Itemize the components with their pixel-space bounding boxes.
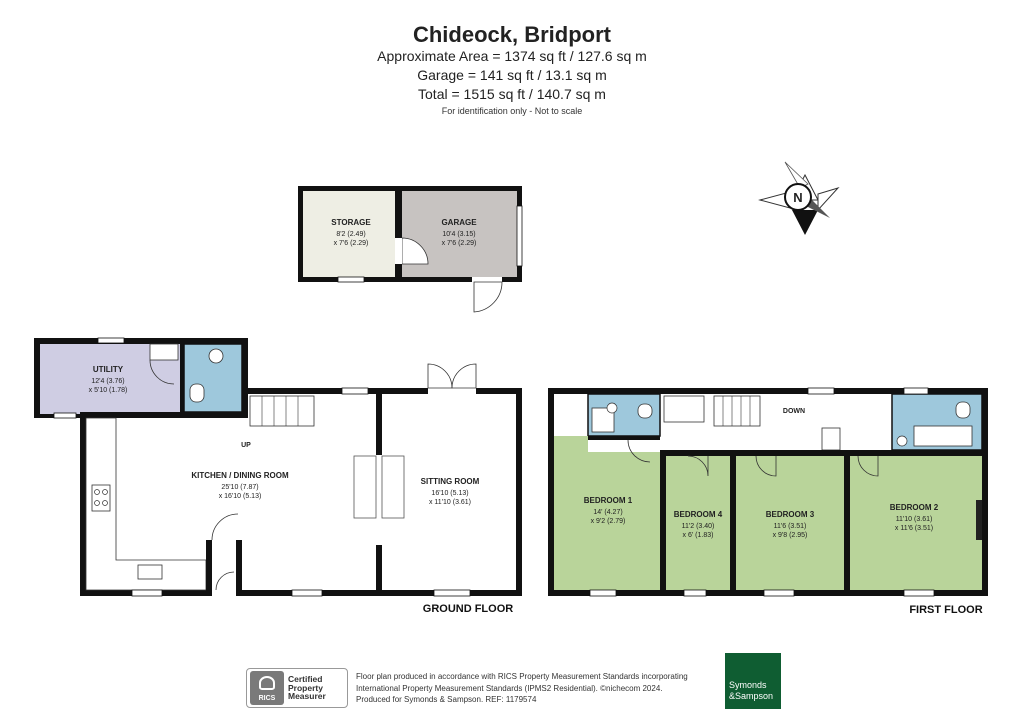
brand-line-1: Symonds (729, 680, 767, 691)
utility-dim-1: 12'4 (3.76) (91, 378, 124, 385)
legal-line-2: International Property Measurement Stand… (356, 683, 663, 693)
bedroom-3 (736, 456, 844, 590)
legal-notice: Floor plan produced in accordance with R… (356, 671, 726, 706)
legal-line-1: Floor plan produced in accordance with R… (356, 672, 688, 681)
utility-dim-2: x 5'10 (1.78) (89, 387, 128, 394)
ground-floor-label: GROUND FLOOR (423, 603, 513, 615)
ground-floor-plan: UTILITY 12'4 (3.76) x 5'10 (1.78) UP (34, 337, 522, 615)
garage-dim-2: x 7'6 (2.29) (442, 240, 477, 247)
bedroom-4 (666, 456, 730, 590)
garage-area: Garage = 141 sq ft / 13.1 sq m (417, 67, 607, 83)
first-floor-label: FIRST FLOOR (909, 604, 982, 616)
sitting-room-dim-2: x 11'10 (3.61) (429, 499, 471, 506)
bedroom-2-dim-2: x 11'6 (3.51) (895, 525, 933, 532)
stairs-up-label: UP (241, 442, 251, 449)
storage-label: STORAGE (331, 218, 371, 227)
plan-title: Chideock, Bridport (412, 22, 611, 47)
rics-certified-badge: RICS Certified Property Measurer (246, 668, 348, 708)
bedroom-2-label: BEDROOM 2 (890, 503, 939, 512)
storage-dim-2: x 7'6 (2.29) (334, 240, 369, 247)
bedroom-3-label: BEDROOM 3 (766, 510, 815, 519)
identification-note: For identification only - Not to scale (441, 106, 583, 116)
kitchen-dim-1: 25'10 (7.87) (221, 484, 258, 491)
utility-label: UTILITY (93, 365, 124, 374)
outbuilding: STORAGE 8'2 (2.49) x 7'6 (2.29) GARAGE 1… (298, 186, 523, 313)
approximate-area: Approximate Area = 1374 sq ft / 127.6 sq… (377, 48, 647, 64)
bedroom-2 (850, 456, 982, 590)
compass-north-label: N (793, 190, 802, 205)
bedroom-3-dim-2: x 9'8 (2.95) (773, 532, 808, 539)
compass-icon: N (758, 161, 840, 235)
symonds-sampson-logo: Symonds &Sampson (725, 653, 781, 709)
bedroom-4-label: BEDROOM 4 (674, 510, 723, 519)
bedroom-4-dim-2: x 6' (1.83) (683, 532, 714, 539)
sitting-room-dim-1: 16'10 (5.13) (431, 490, 468, 497)
brand-line-2: &Sampson (729, 690, 774, 701)
bedroom-1 (554, 452, 660, 590)
bedroom-1-dim-1: 14' (4.27) (593, 509, 622, 516)
rics-logo-icon: RICS (250, 671, 284, 705)
bedroom-3-dim-1: 11'6 (3.51) (774, 523, 807, 530)
legal-line-3: Produced for Symonds & Sampson. REF: 117… (356, 695, 537, 705)
sitting-room-label: SITTING ROOM (421, 477, 480, 486)
bedroom-2-dim-1: 11'10 (3.61) (896, 516, 933, 523)
bedroom-1-label: BEDROOM 1 (584, 496, 633, 505)
bedroom-4-dim-1: 11'2 (3.40) (682, 523, 715, 530)
first-floor-plan: DOWN BEDROOM 1 14' (4.27) x 9'2 (2.79) B… (548, 387, 988, 616)
rics-certified-text: Certified Property Measurer (288, 673, 326, 702)
kitchen-label: KITCHEN / DINING ROOM (191, 471, 289, 480)
storage-dim-1: 8'2 (2.49) (336, 231, 365, 238)
total-area: Total = 1515 sq ft / 140.7 sq m (418, 86, 606, 102)
stairs-down-label: DOWN (783, 408, 805, 415)
kitchen-dim-2: x 16'10 (5.13) (219, 493, 262, 500)
garage-dim-1: 10'4 (3.15) (442, 231, 475, 238)
garage-label: GARAGE (441, 218, 477, 227)
storage-room (303, 191, 395, 277)
bedroom-1-dim-2: x 9'2 (2.79) (591, 518, 626, 525)
